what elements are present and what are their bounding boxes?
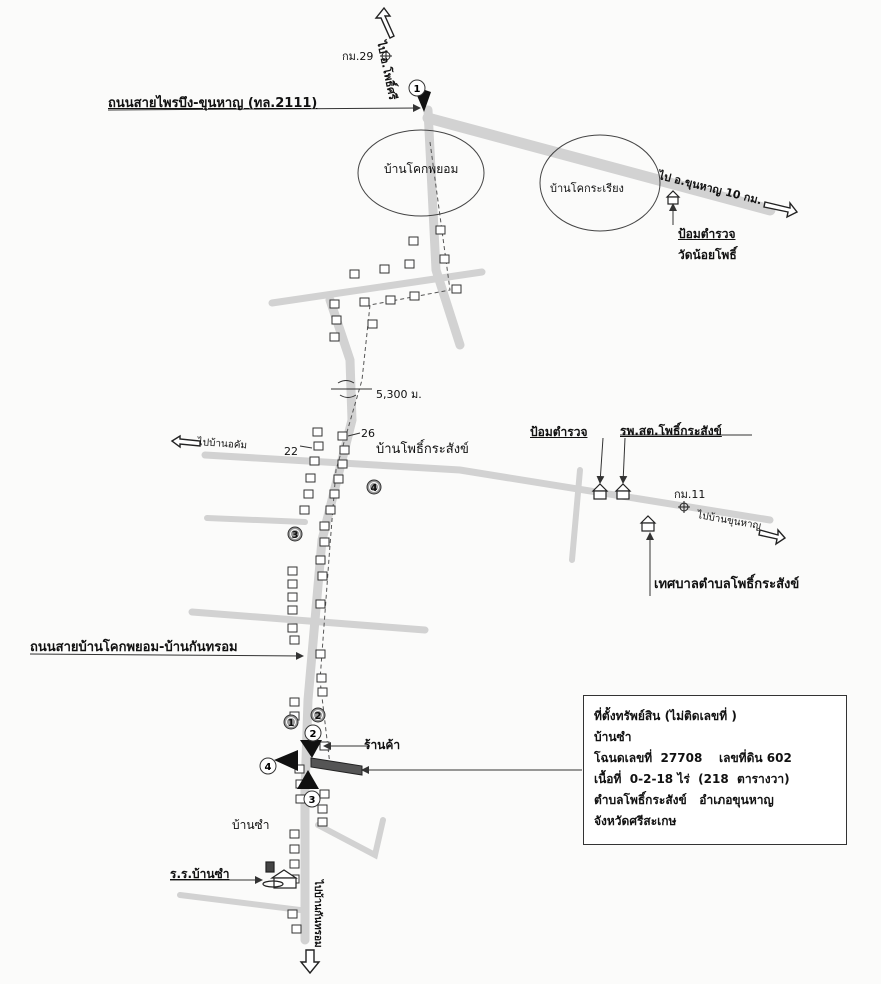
direction-arrows xyxy=(170,6,799,975)
road-west-kham xyxy=(201,451,774,524)
arrow-west-kham-icon xyxy=(170,434,201,449)
village-circle-khok-phayom xyxy=(357,129,485,217)
arrow-east-khunhan-2-icon xyxy=(758,528,787,546)
svg-text:3: 3 xyxy=(309,795,316,806)
hospital-icon xyxy=(614,483,632,500)
info-deed: โฉนดเลขที่ 27708 เลขที่ดิน 602 xyxy=(594,751,792,765)
road-south-east xyxy=(315,817,386,860)
label-hospital: รพ.สต.โพธิ์กระสังข์ xyxy=(620,424,722,438)
crossroad-top xyxy=(268,268,486,307)
property-info-box: ที่ตั้งทรัพย์สิน (ไม่ติดเลขที่ ) บ้านซำ … xyxy=(583,695,847,845)
label-wat-noi: วัดน้อยโพธิ์ xyxy=(678,248,737,262)
municipality-icon xyxy=(639,515,657,532)
marker-2-grey: 2 xyxy=(310,707,326,723)
svg-text:2: 2 xyxy=(315,711,322,722)
marker-4-white: 4 xyxy=(259,757,277,775)
road-small-east xyxy=(569,467,583,563)
marker-3-grey: 3 xyxy=(287,526,303,542)
label-road-2111: ถนนสายไพรบึง-ขุนหาญ (ทล.2111) xyxy=(108,96,318,111)
svg-text:1: 1 xyxy=(288,718,295,729)
viewpoint-4-icon xyxy=(274,750,298,771)
viewpoint-arrows xyxy=(274,86,431,789)
viewpoint-3-icon xyxy=(297,770,319,789)
numbered-markers: 1 4 3 1 2 2 3 4 xyxy=(259,79,426,808)
label-ban-khok-phayom: บ้านโคกพยอม xyxy=(384,162,459,176)
svg-text:4: 4 xyxy=(265,762,272,773)
label-shop: ร้านค้า xyxy=(364,738,401,752)
road-school xyxy=(177,892,303,913)
label-ban-khok-kriang: บ้านโคกระเรียง xyxy=(550,182,624,195)
marker-3-white: 3 xyxy=(303,790,321,808)
marker-4-grey: 4 xyxy=(366,479,382,495)
pointer-lines xyxy=(29,104,752,884)
marker-2-white: 2 xyxy=(304,724,322,742)
village-circle-khok-kriang xyxy=(539,134,661,232)
distance-bracket-icon xyxy=(331,380,372,398)
label-km29: กม.29 xyxy=(342,50,374,63)
road-middle xyxy=(188,608,429,634)
label-ban-cham: บ้านซำ xyxy=(232,818,270,832)
arrow-east-khunhan-icon xyxy=(763,200,799,219)
svg-text:3: 3 xyxy=(292,530,299,541)
label-police-box-2: ป้อมตำรวจ xyxy=(530,425,588,439)
svg-text:2: 2 xyxy=(310,729,317,740)
houses xyxy=(287,225,462,934)
building-icons xyxy=(262,190,681,889)
dashed-route xyxy=(319,141,451,766)
property-plot xyxy=(310,757,363,776)
label-municipality: เทศบาลตำบลโพธิ์กระสังข์ xyxy=(654,577,800,592)
label-22: 22 xyxy=(284,445,298,458)
label-26: 26 xyxy=(361,427,375,440)
info-district: ตำบลโพธิ์กระสังข์ อำเภอขุนหาญ xyxy=(594,793,774,807)
info-title: ที่ตั้งทรัพย์สิน (ไม่ติดเลขที่ ) xyxy=(594,709,737,723)
label-km11: กม.11 xyxy=(674,488,706,501)
viewpoint-2-icon xyxy=(300,740,322,758)
label-ban-pho-krasang: บ้านโพธิ์กระสังข์ xyxy=(376,442,469,457)
arrow-north-icon xyxy=(374,6,395,39)
label-police-box-1: ป้อมตำรวจ xyxy=(678,227,736,241)
label-school: ร.ร.บ้านซำ xyxy=(170,867,230,881)
police-box-icon-east xyxy=(591,483,609,500)
svg-text:4: 4 xyxy=(371,483,378,494)
school-icon xyxy=(262,861,298,889)
highway-2111 xyxy=(422,112,776,216)
marker-1-top: 1 xyxy=(408,79,426,97)
km11-marker-icon xyxy=(678,501,690,513)
km-marker-icons xyxy=(380,50,690,513)
arrow-south-icon xyxy=(299,949,321,975)
marker-1-grey: 1 xyxy=(283,714,299,730)
info-area: เนื้อที่ 0-2-18 ไร่ (218 ตารางวา) xyxy=(594,772,790,786)
km29-marker-icon xyxy=(380,50,392,62)
main-road-north xyxy=(423,105,465,350)
info-province: จังหวัดศรีสะเกษ xyxy=(594,814,677,828)
road-west-2 xyxy=(204,515,308,525)
svg-text:1: 1 xyxy=(414,84,421,95)
label-road-khokphayom: ถนนสายบ้านโคกพยอม-บ้านกันทรอม xyxy=(30,640,238,655)
label-to-ban-kanthrom: ไปบ้านกันทรอม xyxy=(312,880,323,948)
label-distance: 5,300 ม. xyxy=(376,388,422,401)
police-box-icon-north xyxy=(665,190,681,205)
info-village: บ้านซำ xyxy=(594,730,632,744)
